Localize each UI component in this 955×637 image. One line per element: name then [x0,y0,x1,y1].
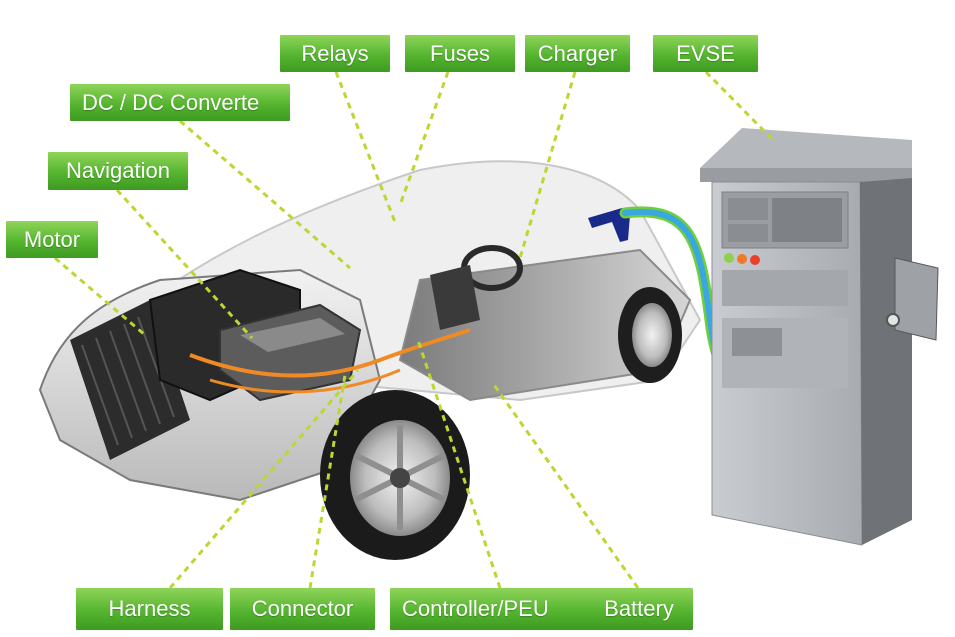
leader-fuses [398,71,450,206]
status-light-orange [737,254,747,264]
leader-lines [54,70,775,589]
label-connector: Connector [230,588,375,630]
car-seat [430,265,480,330]
status-light-red [750,255,760,265]
label-battery: Battery [585,588,693,630]
leader-relays [334,71,397,223]
label-navigation: Navigation [48,152,188,190]
label-dcdc: DC / DC Converte [70,84,290,121]
label-fuses: Fuses [405,35,515,72]
label-controller: Controller/PEU [390,588,590,630]
label-harness: Harness [76,588,223,630]
leader-dcdc [179,119,351,270]
label-relays: Relays [280,35,390,72]
leader-harness [168,369,360,589]
leader-motor [54,256,146,337]
leader-evse [704,70,775,142]
label-evse: EVSE [653,35,758,72]
leader-navigation [115,188,254,340]
car-cutaway [38,160,702,560]
orange-cable [189,328,471,378]
evse-station [700,128,939,546]
leader-battery [490,381,640,589]
label-motor: Motor [6,221,98,258]
charge-plug [588,208,630,242]
status-light-green [724,253,734,263]
label-charger: Charger [525,35,630,72]
leader-connector [308,374,347,589]
